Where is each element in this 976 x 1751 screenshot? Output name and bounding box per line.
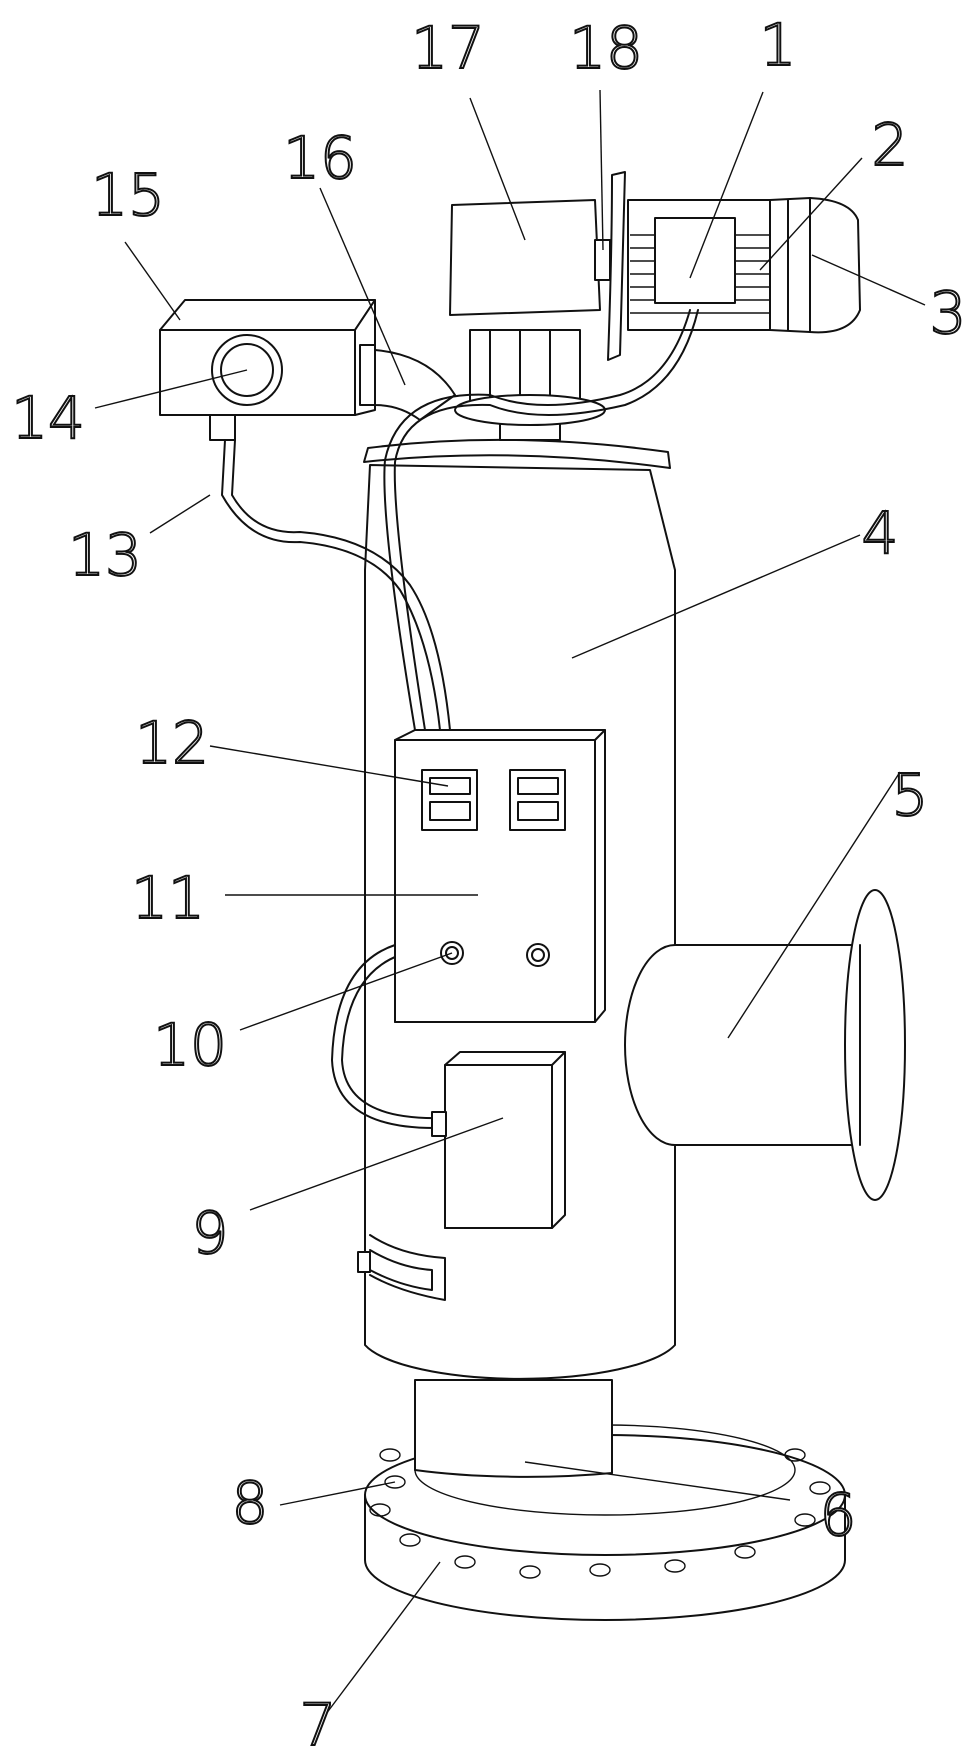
coupling xyxy=(594,171,626,361)
elbow-pipe xyxy=(359,344,456,421)
junction-box xyxy=(654,217,736,304)
camera-box xyxy=(159,299,376,441)
label-10: 10 xyxy=(153,1011,227,1079)
labels: 1 2 3 4 5 6 7 8 9 10 11 12 13 14 15 16 1… xyxy=(10,10,967,1751)
label-16: 16 xyxy=(283,124,357,192)
label-7: 7 xyxy=(300,1691,337,1751)
label-17: 17 xyxy=(411,14,485,82)
label-5: 5 xyxy=(892,761,929,829)
label-14: 14 xyxy=(11,384,85,452)
leader-lines xyxy=(94,89,926,1723)
label-13: 13 xyxy=(68,521,142,589)
label-4: 4 xyxy=(862,499,899,567)
label-1: 1 xyxy=(760,11,797,79)
label-9: 9 xyxy=(192,1199,229,1267)
label-15: 15 xyxy=(91,161,165,229)
cables xyxy=(221,309,699,1130)
side-outlet xyxy=(624,889,906,1201)
label-3: 3 xyxy=(930,279,967,347)
knob-right xyxy=(526,943,550,967)
outlet-pipe xyxy=(414,1379,613,1478)
flange-bolt-holes xyxy=(369,1448,831,1579)
label-8: 8 xyxy=(232,1469,269,1537)
sensor-box xyxy=(431,1051,566,1229)
label-2: 2 xyxy=(872,111,909,179)
mounting-column xyxy=(454,329,606,441)
label-11: 11 xyxy=(131,864,205,932)
gearbox xyxy=(449,199,601,316)
label-18: 18 xyxy=(569,14,643,82)
top-plate xyxy=(363,438,671,469)
pipe-clamp xyxy=(357,1234,446,1301)
label-6: 6 xyxy=(820,1481,857,1549)
display-panel-right xyxy=(509,769,566,831)
label-12: 12 xyxy=(135,709,209,777)
display-panel-left xyxy=(421,769,478,831)
control-box xyxy=(394,729,606,1023)
